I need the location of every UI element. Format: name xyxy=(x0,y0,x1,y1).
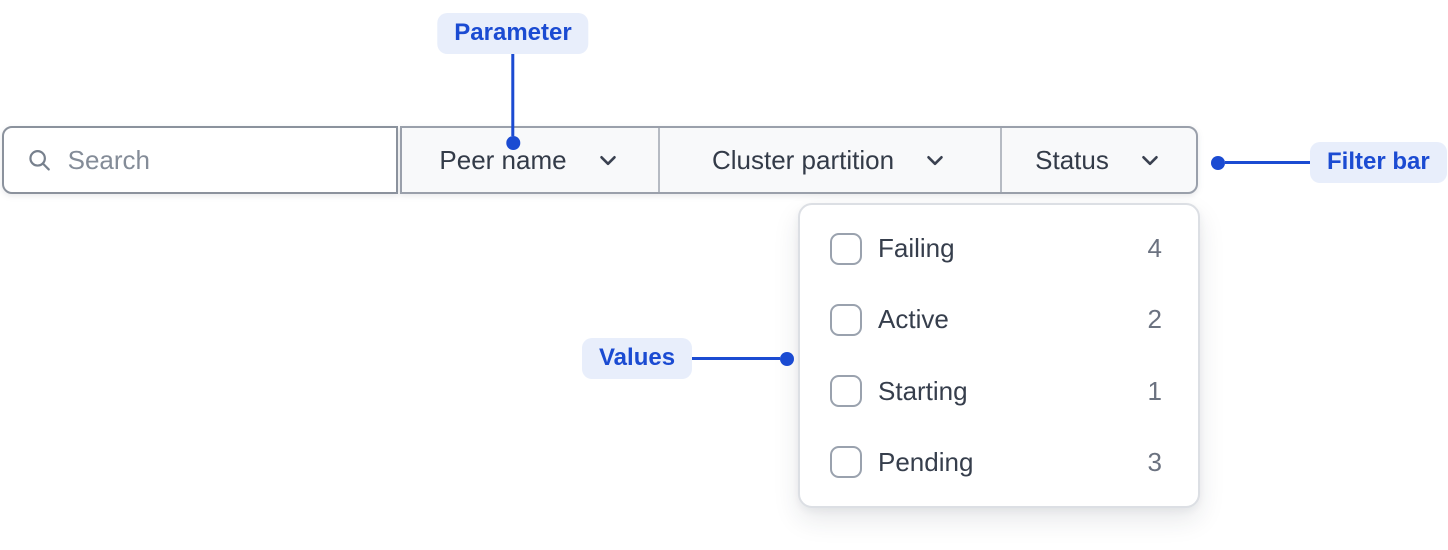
filter-bar: Peer name Cluster partition Status xyxy=(2,126,1198,194)
annotation-parameter: Parameter xyxy=(437,13,589,150)
menu-item-failing[interactable]: Failing 4 xyxy=(830,213,1162,284)
dropdown-cluster-partition[interactable]: Cluster partition xyxy=(658,128,1000,192)
annotation-filter-bar: Filter bar xyxy=(1211,142,1447,183)
menu-item-pending[interactable]: Pending 3 xyxy=(830,427,1162,498)
status-dropdown-menu: Failing 4 Active 2 Starting 1 Pending 3 xyxy=(798,203,1200,508)
checkbox[interactable] xyxy=(830,232,862,265)
menu-item-count: 1 xyxy=(1147,375,1162,406)
search-box[interactable] xyxy=(2,126,398,194)
checkbox[interactable] xyxy=(830,303,862,336)
menu-item-label: Failing xyxy=(878,233,955,264)
menu-item-count: 3 xyxy=(1147,446,1162,477)
menu-item-label: Active xyxy=(878,304,949,335)
dropdown-status-label: Status xyxy=(1035,144,1109,175)
connector-dot xyxy=(505,136,520,150)
chevron-down-icon xyxy=(927,155,943,166)
search-icon xyxy=(29,150,50,171)
filter-dropdown-group: Peer name Cluster partition Status xyxy=(400,126,1198,194)
filter-bar-label-pill: Filter bar xyxy=(1310,142,1447,183)
checkbox[interactable] xyxy=(830,446,862,479)
dropdown-peer-name-label: Peer name xyxy=(439,144,567,175)
chevron-down-icon xyxy=(1142,155,1158,166)
connector-line xyxy=(1225,161,1310,164)
dropdown-status[interactable]: Status xyxy=(1000,128,1196,192)
menu-item-count: 4 xyxy=(1147,233,1162,264)
menu-item-label: Pending xyxy=(878,446,974,477)
menu-item-active[interactable]: Active 2 xyxy=(830,284,1162,355)
connector-line xyxy=(692,357,781,360)
dropdown-cluster-partition-label: Cluster partition xyxy=(711,144,895,175)
connector-dot xyxy=(780,351,795,366)
search-input[interactable] xyxy=(67,144,396,176)
connector-dot xyxy=(1211,155,1225,170)
annotation-values: Values xyxy=(582,338,795,379)
parameter-label-pill: Parameter xyxy=(437,13,589,54)
chevron-down-icon xyxy=(599,155,616,166)
dropdown-peer-name[interactable]: Peer name xyxy=(402,128,658,192)
connector-line xyxy=(511,54,515,136)
menu-item-starting[interactable]: Starting 1 xyxy=(830,356,1162,427)
menu-item-label: Starting xyxy=(878,375,968,406)
values-label-pill: Values xyxy=(582,338,693,379)
menu-item-count: 2 xyxy=(1147,304,1162,335)
checkbox[interactable] xyxy=(830,375,862,408)
